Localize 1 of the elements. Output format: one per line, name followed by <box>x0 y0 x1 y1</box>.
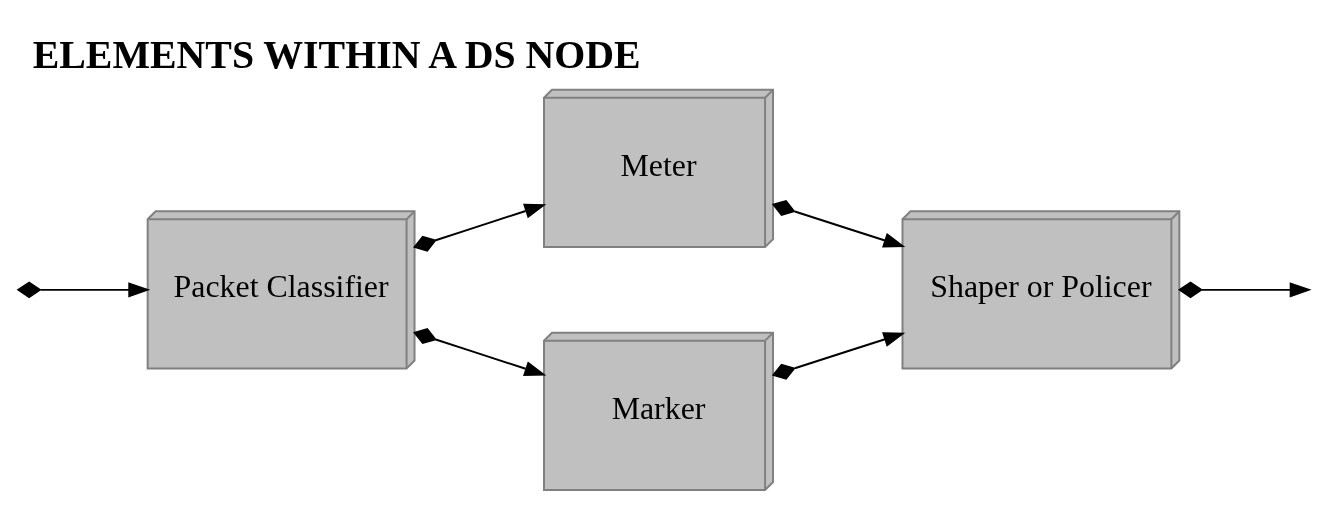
diagram-title: ELEMENTS WITHIN A DS NODE <box>32 32 641 77</box>
